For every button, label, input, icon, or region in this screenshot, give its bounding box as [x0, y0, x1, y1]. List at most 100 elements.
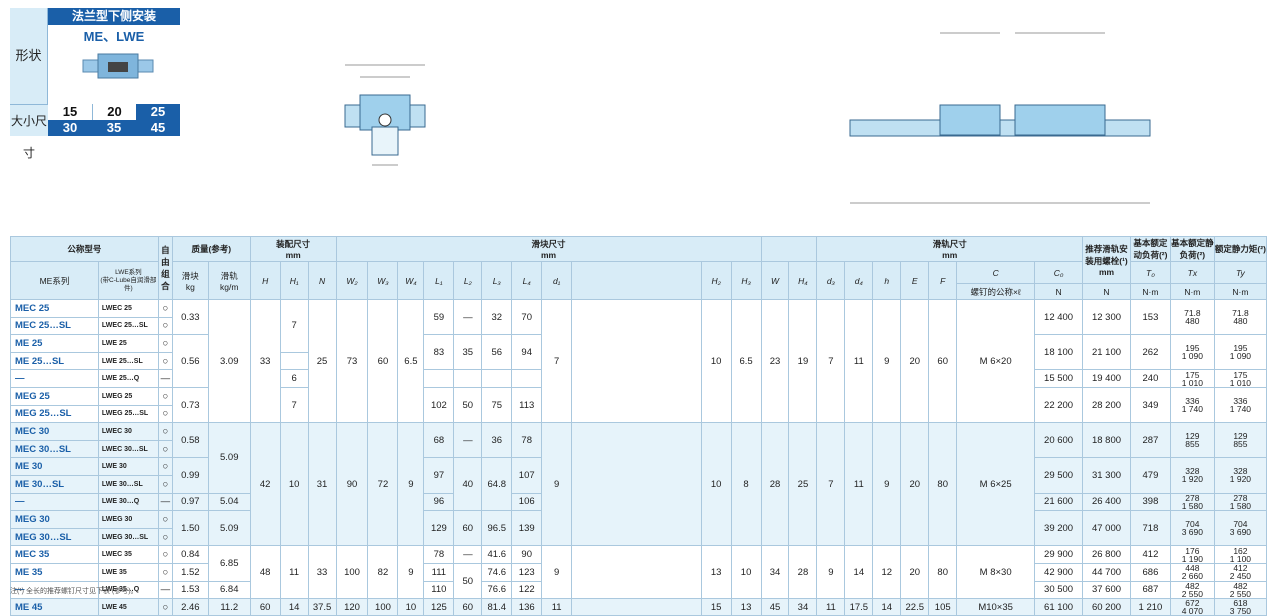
cell-l4: 136 [511, 598, 543, 616]
lwe-model-cell: LWE 30 [97, 457, 159, 476]
cell-l3: 41.6 [481, 545, 513, 564]
free-combo-cell: ○ [157, 316, 173, 336]
me-model-cell: ME 30 [10, 457, 99, 476]
static-load-header: 基本额定静负荷(²) [1169, 236, 1215, 262]
me-model-cell: ME 25 [10, 334, 99, 353]
cell-l1: 97 [423, 457, 455, 494]
cell-h: 14 [872, 598, 902, 616]
free-combo-cell: — [157, 369, 173, 388]
free-combo-cell: ○ [157, 474, 173, 494]
footnote: 注(¹) 全长的推荐螺钉尺寸见下表 (参考)。 [10, 588, 138, 595]
cell-t0: 262 [1129, 334, 1171, 371]
free-combo-header: 自由组合 [157, 236, 173, 300]
cell-kg: 1.52 [171, 562, 209, 582]
lwe-model-cell: LWE 25…SL [97, 351, 159, 371]
me-model-cell: MEG 30…SL [10, 527, 99, 547]
cell-bolt: M 8×30 [956, 545, 1036, 600]
lwe-model-cell: LWEG 25 [97, 386, 159, 406]
cell-n: 37.5 [307, 598, 337, 616]
cell-h: 9 [872, 422, 902, 547]
cell-l1: 110 [423, 580, 455, 600]
cell-w3: 100 [367, 598, 399, 616]
dynamic-load-header: 基本额定动负荷(²) [1129, 236, 1171, 262]
cell-kg: 0.33 [171, 298, 209, 336]
cell-l2: 60 [453, 510, 483, 547]
cell-h2: 15 [700, 598, 732, 616]
free-combo-cell: ○ [157, 334, 173, 353]
cell-h2: 10 [700, 298, 732, 424]
cell-d3: 7 [816, 422, 846, 547]
lwe-series-header: LWE系列(带C-Lube自润滑部件) [97, 261, 159, 300]
cell-l4: 90 [511, 545, 543, 564]
cell-l4: 70 [511, 298, 543, 336]
size-35: 35 [92, 120, 136, 136]
cell-kgm: 5.09 [207, 422, 251, 494]
shape-label: 形状 [10, 8, 48, 104]
cell-d1: 9 [541, 545, 573, 600]
cell-c0: 47 000 [1082, 510, 1131, 547]
cell-w4: 6.5 [397, 298, 425, 424]
cell-d4: 14 [844, 545, 874, 600]
me-model-cell: MEG 30 [10, 510, 99, 529]
cell-c: 42 900 [1034, 562, 1084, 582]
cell-h1: 14 [279, 598, 309, 616]
me-model-cell: MEC 25 [10, 299, 99, 318]
cell-kgm: 5.09 [207, 510, 251, 547]
cell-t0: 1 210 [1129, 598, 1171, 616]
cell-w: 34 [760, 545, 790, 600]
cell-kg: 1.50 [171, 510, 209, 547]
free-combo-cell: ○ [157, 404, 173, 424]
cell-l2: — [453, 298, 483, 336]
cell-c: 29 900 [1034, 545, 1084, 564]
me-model-cell: ME 35 [10, 562, 99, 582]
cell-t0: 479 [1129, 457, 1171, 494]
cell-kgm: 6.85 [207, 545, 251, 582]
cell-l3: 74.6 [481, 562, 513, 582]
cell-h: 60 [249, 598, 281, 616]
spacer-cell [571, 598, 702, 616]
cell-e: 20 [900, 545, 930, 600]
cell-kg: 1.53 [171, 580, 209, 600]
cell-t0: 287 [1129, 422, 1171, 459]
cell-d4: 11 [844, 298, 874, 424]
cell-c0: 26 400 [1082, 492, 1131, 512]
cell-c: 22 200 [1034, 386, 1084, 424]
free-combo-cell: ○ [157, 598, 173, 616]
cell-l3: 32 [481, 298, 513, 336]
cell-h4: 19 [788, 298, 818, 424]
me-series-header: ME系列 [10, 261, 99, 300]
cell-kg: 0.58 [171, 422, 209, 459]
cell-l2: 35 [453, 334, 483, 371]
cell-l4: 78 [511, 422, 543, 459]
lwe-model-cell: LWEC 30 [97, 422, 159, 441]
series-header: 法兰型下侧安装 形状 ME、LWE 大小尺寸 15 20 25 30 35 45 [10, 8, 180, 160]
cell-l3: 96.5 [481, 510, 513, 547]
cell-l3: 36 [481, 422, 513, 459]
cell-c: 39 200 [1034, 510, 1084, 547]
cell-t0: 686 [1129, 562, 1171, 582]
spacer-cell [571, 298, 702, 424]
cell-c0: 19 400 [1082, 369, 1131, 388]
lwe-model-cell: LWEC 25 [97, 299, 159, 318]
cell-l3: 81.4 [481, 598, 513, 616]
me-model-cell: MEC 30 [10, 422, 99, 441]
cell-kg: 0.99 [171, 457, 209, 494]
cell-h: 42 [249, 422, 281, 547]
cell-f: 105 [928, 598, 958, 616]
cell-h: 48 [249, 545, 281, 600]
cell-l4: 122 [511, 580, 543, 600]
